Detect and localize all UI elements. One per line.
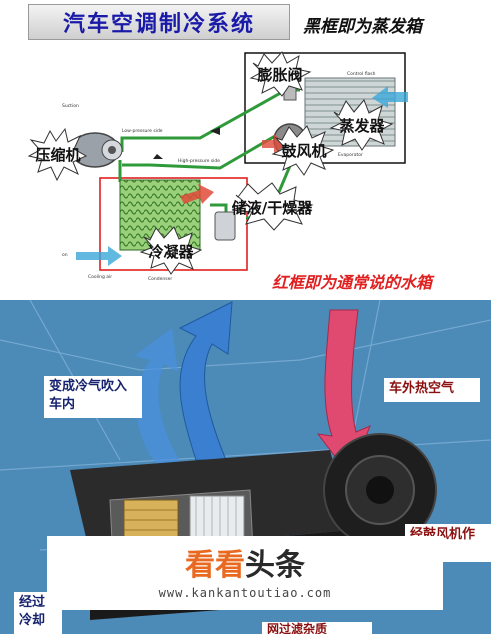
watermark: 看看头条 www.kankantoutiao.com [47,536,443,610]
watermark-logo: 看看头条 [47,540,443,584]
blower-label: 鼓风机 [281,142,326,160]
suction-label: Suction [62,103,79,109]
watermark-logo-part-a: 看看 [185,548,245,583]
refrigeration-diagram: 压缩机 膨胀阀 蒸发器 鼓风机 储液/干燥器 冷凝器 Low-pressure … [27,51,408,282]
evaporator-label-burst: 蒸发器 [329,99,394,151]
receiver-drier-icon [214,211,236,241]
blower-label-burst: 鼓风机 [271,125,335,176]
cooling-air-label: Cooling air [88,274,112,280]
evaporator-black-frame [244,52,406,164]
airflow-arrow-icon [76,86,408,266]
compressor-label: 压缩机 [35,146,80,164]
condenser-small-label: Condenser [148,276,172,282]
control-flash-label: Control flash [347,71,376,77]
title-banner: 汽车空调制冷系统 [28,4,290,40]
expansion-valve-label: 膨胀阀 [257,66,302,84]
blower-housing-icon [323,433,437,547]
high-pressure-side-label: High-pressure side [178,158,220,164]
callout-filter: 网过滤杂质 [262,622,372,634]
red-box-note: 红框即为通常说的水箱 [272,273,433,292]
callout-hot-air: 车外热空气 [384,378,480,402]
receiver-drier-label: 储液/干燥器 [232,199,313,217]
cold-air-arrow-icon [178,301,233,461]
cold-air-arrow-2-icon [134,328,184,470]
watermark-logo-part-b: 头条 [245,548,305,583]
black-box-note: 黑框即为蒸发箱 [303,17,422,37]
compressor-icon [70,132,123,168]
compressor-label-burst: 压缩机 [27,127,88,182]
receiver-drier-label-burst: 储液/干燥器 [232,182,314,231]
evaporator-label: 蒸发器 [339,117,385,135]
on-label: on [62,253,68,258]
refrigeration-diagram-panel: 压缩机 膨胀阀 蒸发器 鼓风机 储液/干燥器 冷凝器 Low-pressure … [0,0,491,300]
condenser-label: 冷凝器 [148,243,194,261]
watermark-url: www.kankantoutiao.com [158,586,332,600]
low-pressure-side-label: Low-pressure side [122,128,163,134]
condenser-label-burst: 冷凝器 [139,226,203,275]
callout-cold-air: 变成冷气吹入车内 [44,376,142,418]
page-title: 汽车空调制冷系统 [62,12,255,37]
evaporator-small-label: Evaporator [338,152,363,158]
expansion-valve-label-burst: 膨胀阀 [249,51,312,97]
